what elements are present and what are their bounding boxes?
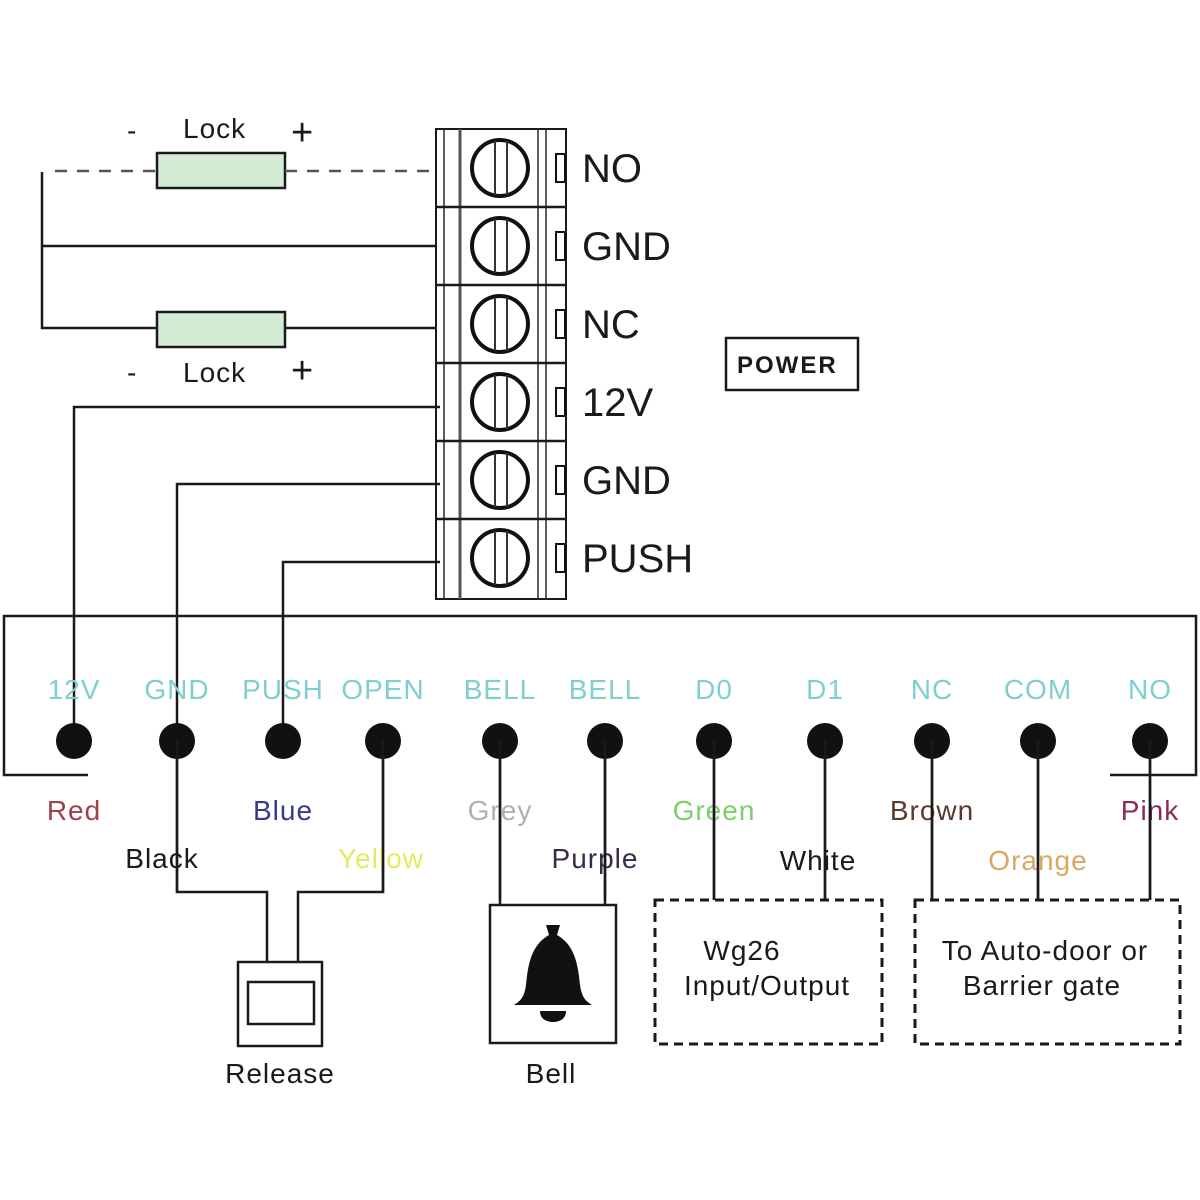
screw-icon (470, 138, 530, 198)
power-box (724, 336, 860, 392)
power-label: POWER (737, 352, 838, 379)
terminal-nc: NC (470, 294, 640, 354)
wiegand-label-line1: Wg26 (703, 935, 780, 966)
pin-gnd: GND Black (125, 674, 209, 892)
lock-bottom: - Lock + (127, 310, 314, 392)
terminal-label: NC (582, 303, 640, 347)
wire-color-label: White (780, 845, 857, 876)
pin-push: PUSH Blue (242, 674, 324, 826)
wire-color-label: Black (125, 843, 198, 874)
pin-label: PUSH (242, 674, 324, 705)
screw-icon (470, 528, 530, 588)
terminal-tab (555, 387, 566, 417)
gate-label-line2: Barrier gate (963, 970, 1121, 1001)
controller-pins: 12VRedGNDBlackPUSHBlueOPENYellowBELLGrey… (47, 674, 1178, 900)
terminal-tab (555, 153, 566, 183)
pin-label: NO (1128, 674, 1172, 705)
pin-open: OPEN Yellow (338, 674, 424, 892)
gate-label-line1: To Auto-door or (942, 935, 1148, 966)
lock-bottom-body (155, 310, 287, 349)
terminal-block: NO GND NC 12V GND PUSH (435, 128, 693, 600)
wire-color-label: Blue (253, 795, 313, 826)
screw-icon (470, 294, 530, 354)
lock-bottom-plus: + (291, 350, 314, 392)
terminal-tab (555, 309, 566, 339)
terminal-gnd: GND (470, 216, 671, 276)
pin-label: OPEN (341, 674, 424, 705)
pin-terminal-dot (265, 723, 301, 759)
terminal-label: GND (582, 459, 671, 503)
wire-release-gnd (175, 740, 269, 962)
terminal-12v: 12V (470, 372, 653, 432)
lock-bottom-label: Lock (183, 357, 246, 388)
lock-bottom-minus: - (127, 357, 137, 388)
wire-color-label: Red (47, 795, 101, 826)
pin-bell: BELL Purple (552, 674, 642, 900)
bell-icon (514, 925, 592, 1022)
pin-label: NC (911, 674, 953, 705)
pin-label: GND (144, 674, 209, 705)
lock-top-label: Lock (183, 113, 246, 144)
lock-top-plus: + (291, 112, 314, 154)
screw-icon (470, 450, 530, 510)
lock-top-body (155, 151, 287, 190)
wire-gnd (175, 482, 440, 740)
wire-color-label: Purple (552, 843, 639, 874)
terminal-tab (555, 231, 566, 261)
wire-release-open (296, 740, 385, 962)
terminal-label: NO (582, 147, 642, 191)
terminal-label: GND (582, 225, 671, 269)
terminal-tab (555, 465, 566, 495)
pin-label: 12V (48, 674, 101, 705)
screw-icon (470, 372, 530, 432)
terminal-gnd: GND (470, 450, 671, 510)
wire-push (281, 560, 440, 740)
release-button-face (246, 980, 316, 1026)
wiegand-box (653, 898, 884, 1046)
terminal-label: 12V (582, 381, 653, 425)
release-label: Release (225, 1058, 335, 1089)
pin-label: D0 (695, 674, 733, 705)
pin-terminal-dot (56, 723, 92, 759)
lock-top: - Lock + (127, 112, 314, 190)
wiegand-label-line2: Input/Output (684, 970, 850, 1001)
wire-color-label: Yellow (338, 843, 424, 874)
pin-label: BELL (569, 674, 642, 705)
screw-icon (470, 216, 530, 276)
pin-12v: 12V Red (47, 674, 101, 826)
pin-label: BELL (464, 674, 537, 705)
wire-12v (72, 405, 440, 740)
bell-label: Bell (526, 1058, 577, 1089)
lock-top-minus: - (127, 115, 137, 146)
pin-label: D1 (806, 674, 844, 705)
lock-common-wire (40, 172, 157, 330)
terminal-tab (555, 543, 566, 573)
terminal-label: PUSH (582, 537, 693, 581)
terminal-push: PUSH (470, 528, 693, 588)
gate-box (913, 898, 1182, 1046)
pin-label: COM (1004, 674, 1072, 705)
controller-outline (2, 614, 1198, 777)
terminal-no: NO (470, 138, 642, 198)
